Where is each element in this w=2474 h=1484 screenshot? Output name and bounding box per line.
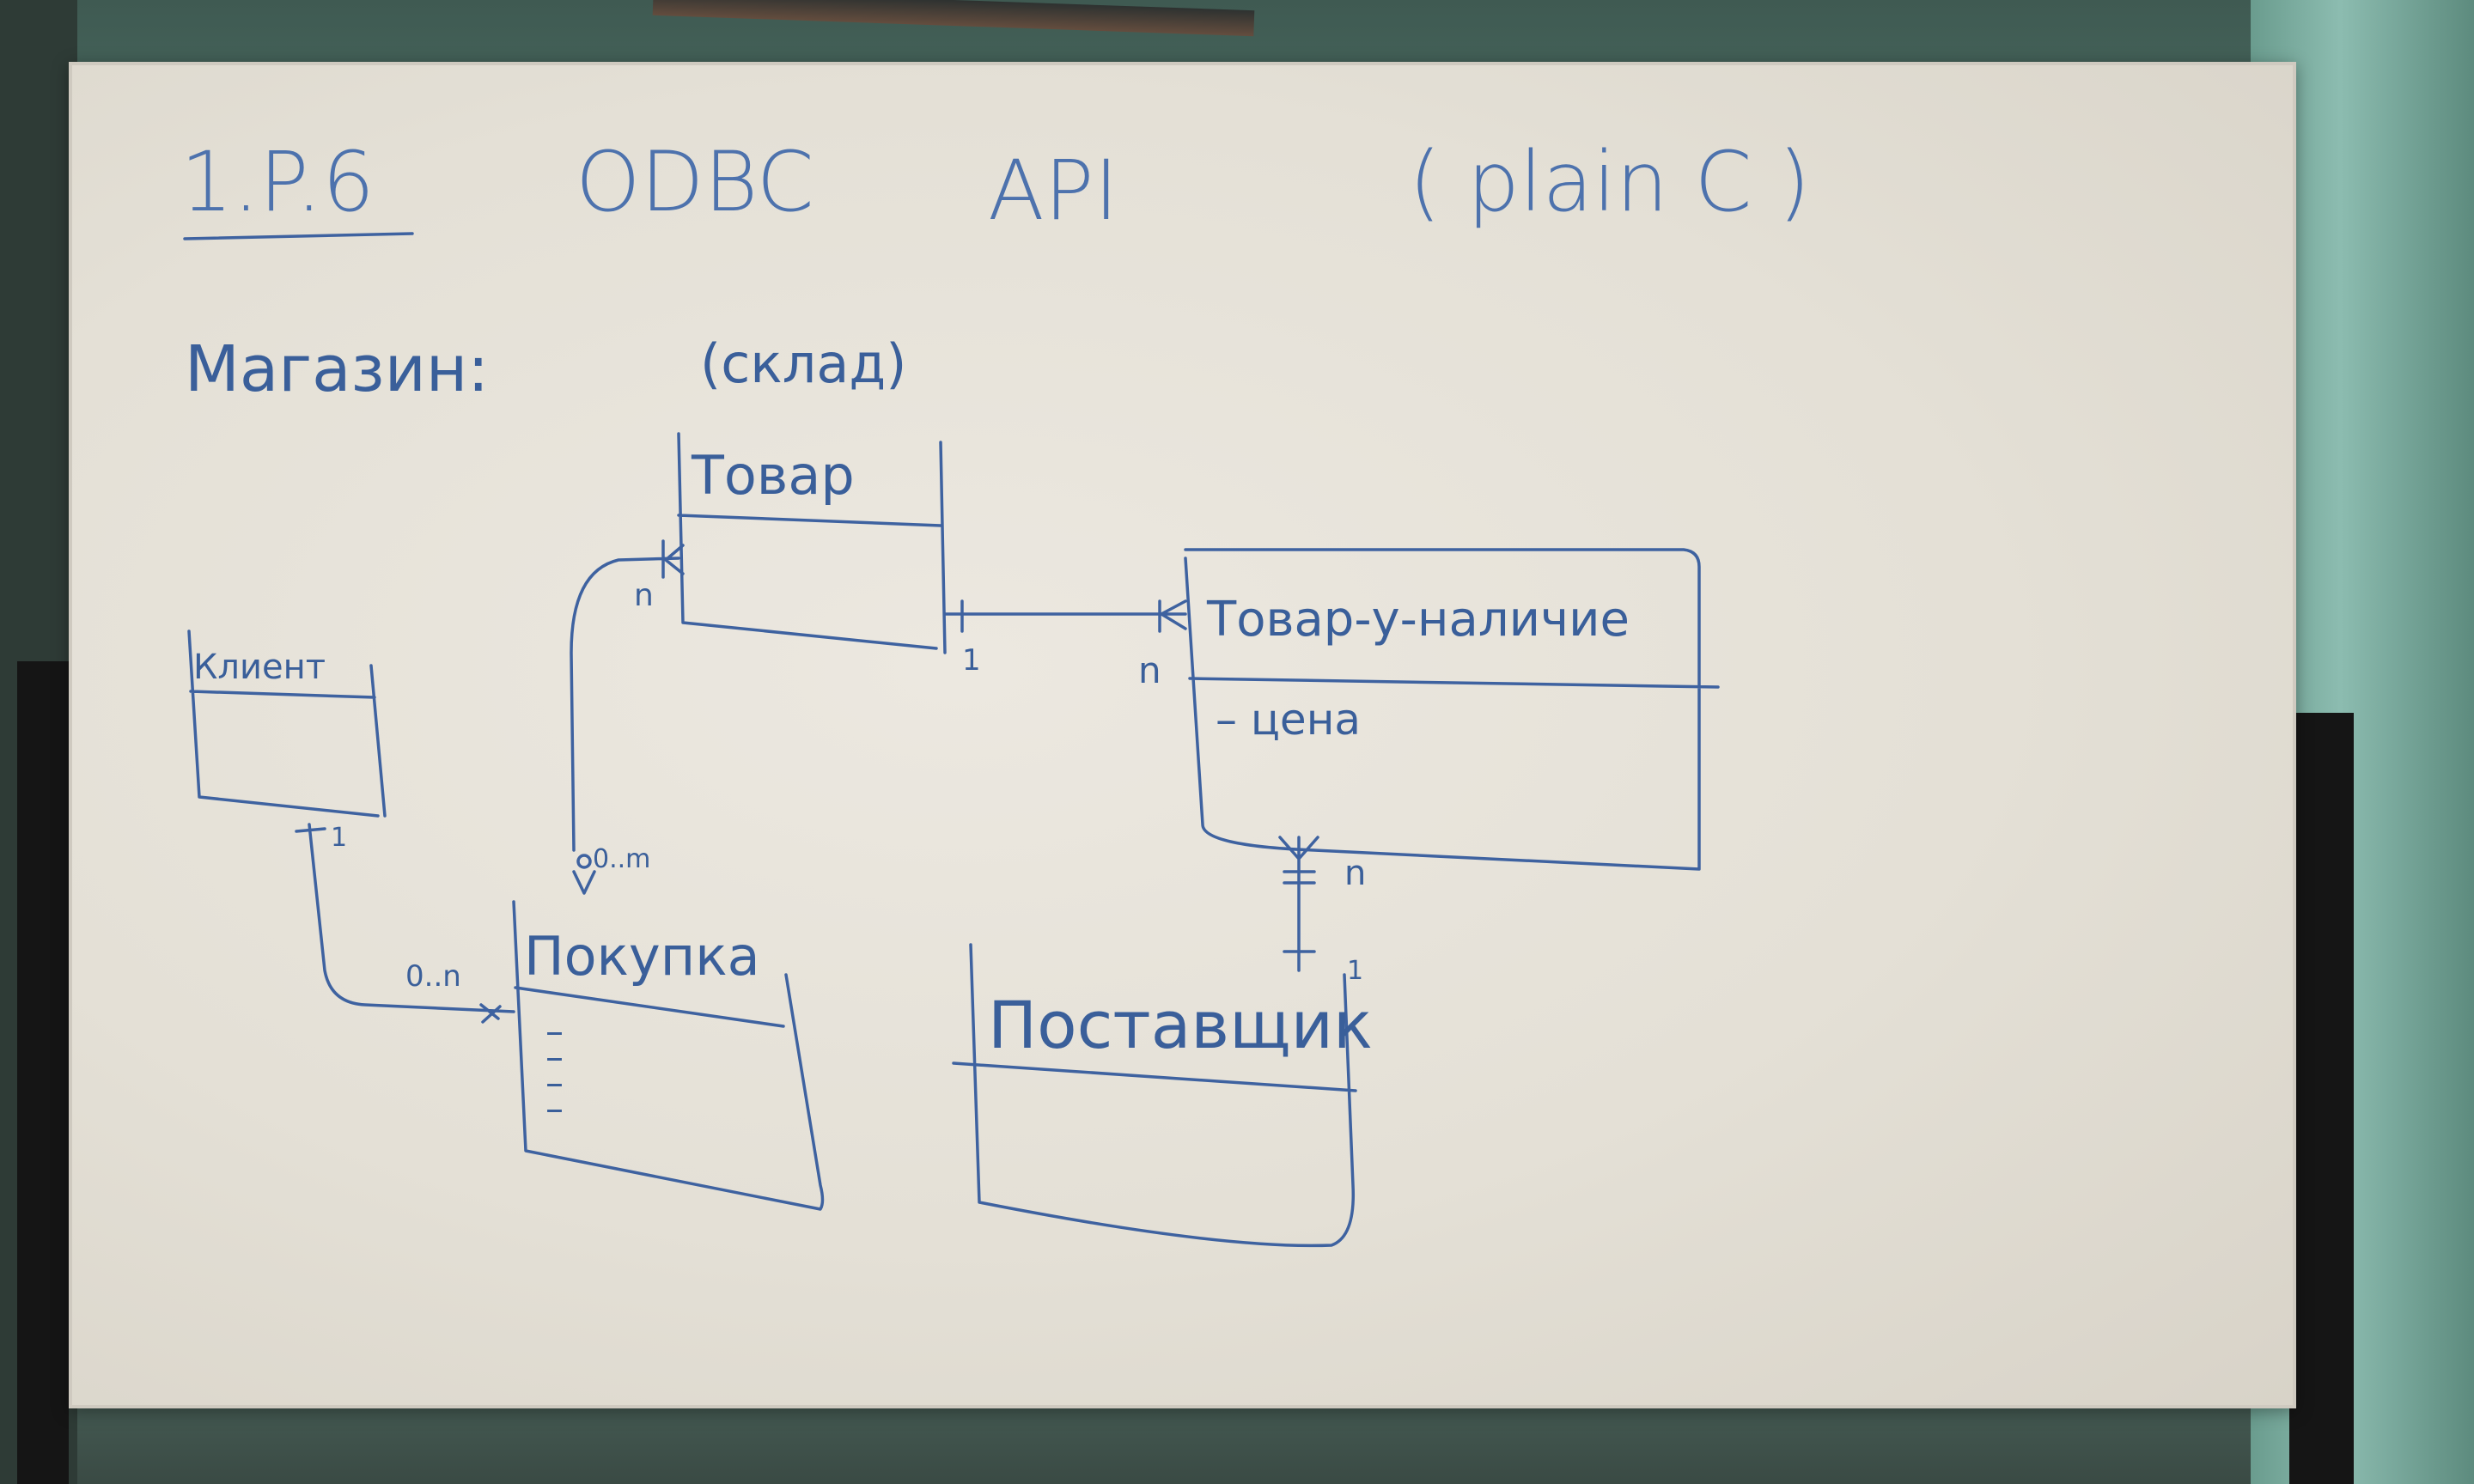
relation-tovar-nalichie: 1 n bbox=[943, 599, 1187, 691]
relation-tovar-pokupka: n 0..m bbox=[570, 539, 685, 895]
entity-pokupka-attr-1: – bbox=[545, 1036, 564, 1078]
entity-pokupka: Покупка – – – – bbox=[512, 900, 825, 1211]
title-odbc: ODBC bbox=[576, 134, 814, 230]
title-underline bbox=[183, 232, 414, 240]
entity-tovar-nalichie-attr-0: – цена bbox=[1216, 695, 1361, 745]
subject-label: Магазин: bbox=[185, 332, 489, 406]
relation-tovar-pokupka-top: n bbox=[634, 578, 654, 613]
board-stand-right bbox=[2289, 713, 2354, 1484]
entity-pokupka-attr-2: – bbox=[545, 1061, 564, 1104]
relation-nalichie-postavshik: n 1 bbox=[1278, 836, 1366, 986]
whiteboard bbox=[69, 62, 2296, 1408]
relation-tovar-nalichie-left: 1 bbox=[962, 643, 981, 678]
subject-note: (склад) bbox=[700, 332, 906, 395]
entity-postavshik: Поставщик bbox=[952, 943, 1373, 1248]
board-stand-left bbox=[17, 661, 69, 1484]
relation-nalichie-postavshik-top: n bbox=[1344, 854, 1366, 893]
entity-tovar-name: Товар bbox=[691, 444, 855, 507]
entity-tovar: Товар bbox=[677, 432, 947, 654]
relation-klient-pokupka-top: 1 bbox=[331, 823, 347, 853]
entity-klient-name: Клиент bbox=[193, 648, 326, 687]
entity-pokupka-attr-0: – bbox=[545, 1010, 564, 1052]
relation-nalichie-postavshik-bottom: 1 bbox=[1347, 956, 1363, 986]
relation-klient-pokupka: 1 0..n bbox=[295, 823, 515, 1024]
relation-klient-pokupka-bottom: 0..n bbox=[405, 959, 461, 994]
entity-postavshik-name: Поставщик bbox=[988, 987, 1373, 1063]
title-lang: ( plain C ) bbox=[1409, 134, 1810, 230]
title-code: 1.P.6 bbox=[180, 134, 375, 230]
entity-pokupka-attr-3: – bbox=[545, 1087, 564, 1129]
relation-tovar-pokupka-bottom: 0..m bbox=[593, 844, 650, 874]
title-api: API bbox=[988, 143, 1118, 239]
entity-pokupka-name: Покупка bbox=[524, 925, 760, 988]
relation-tovar-nalichie-right: n bbox=[1138, 649, 1161, 691]
entity-tovar-nalichie-name: Товар-у-наличие bbox=[1206, 592, 1630, 648]
entity-tovar-nalichie: Товар-у-наличие – цена bbox=[1184, 548, 1720, 871]
entity-klient: Клиент bbox=[187, 629, 387, 818]
